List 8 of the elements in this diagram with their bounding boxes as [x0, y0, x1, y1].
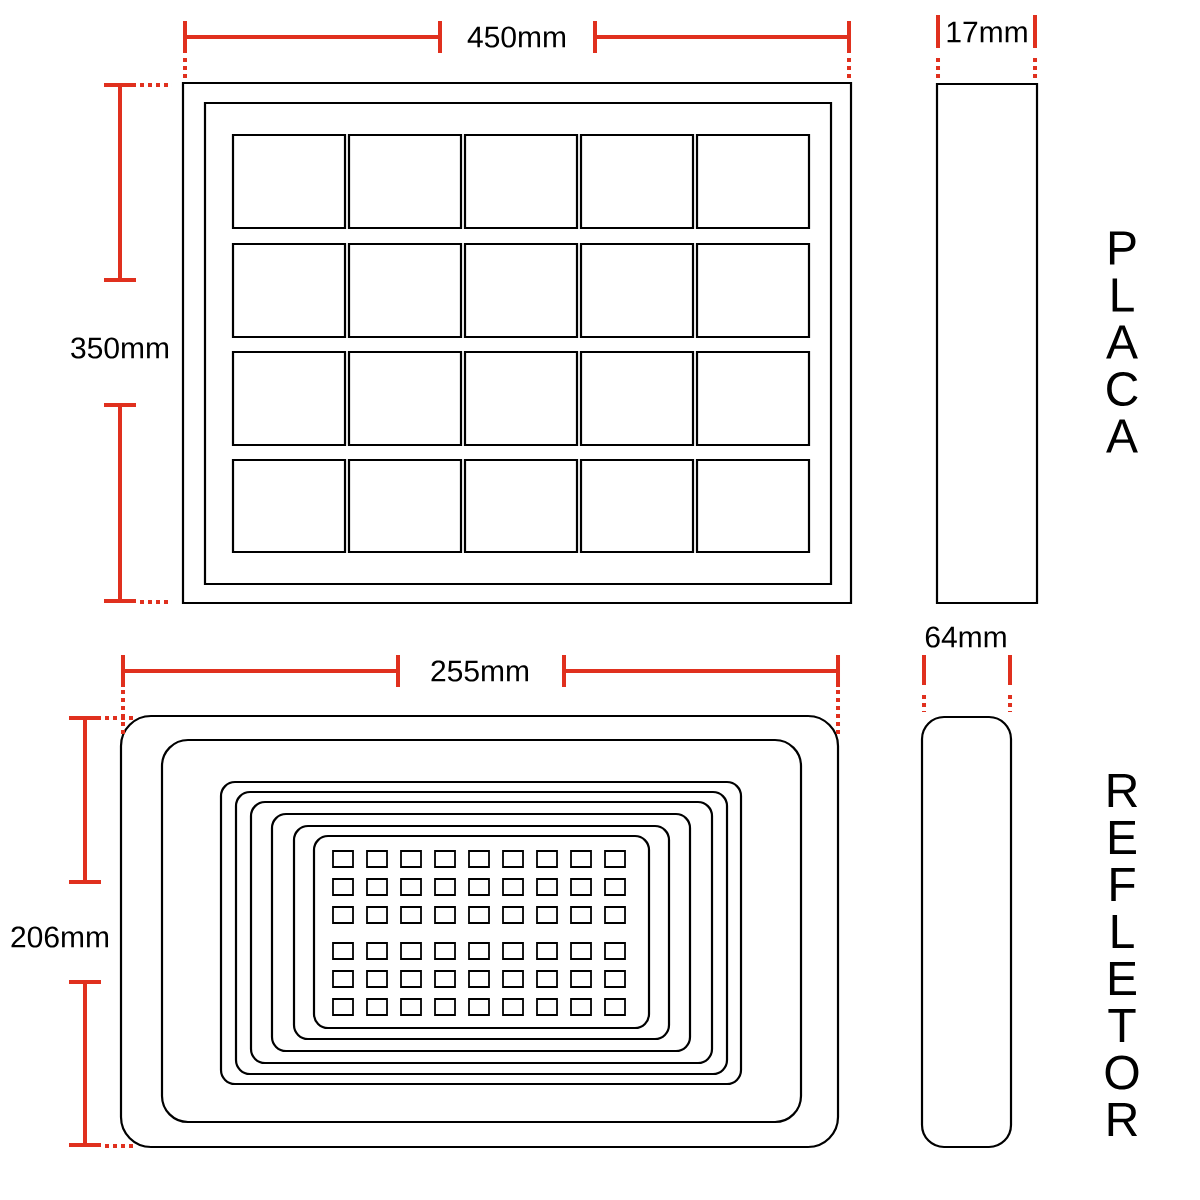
dimension-text: 64mm	[925, 626, 1006, 648]
dimension-text: 17mm	[947, 21, 1027, 43]
vertical-title: PLACA	[1106, 231, 1138, 453]
vertical-title: REFLETOR	[1105, 774, 1139, 1137]
dimension-text: 450mm	[467, 26, 565, 48]
dimension-text: 350mm	[71, 337, 168, 359]
dimension-text: 206mm	[11, 926, 108, 948]
dimension-text: 255mm	[431, 660, 528, 682]
